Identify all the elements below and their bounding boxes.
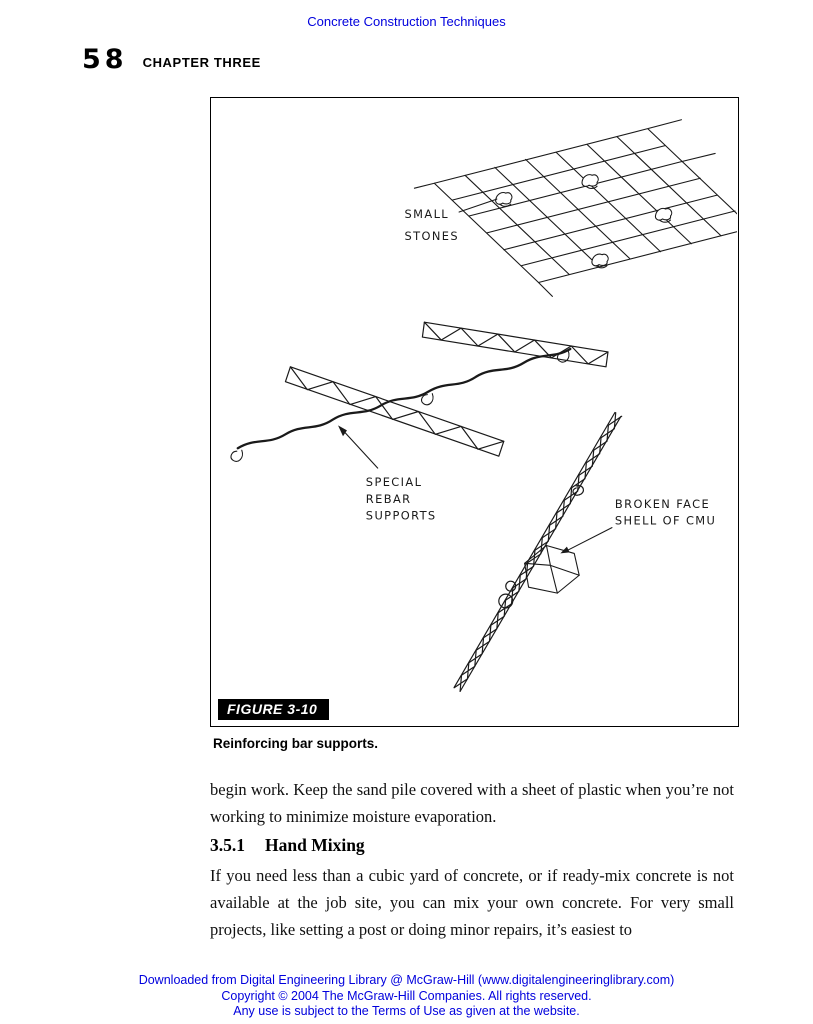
wire-mesh: [413, 119, 737, 297]
cmu-label-2: SHELL OF CMU: [615, 514, 716, 528]
footer-notice: Downloaded from Digital Engineering Libr…: [0, 973, 813, 1020]
figure-frame: SMALL STONES SPECIAL REBAR SUPPORTS BROK…: [210, 97, 739, 727]
wavy-rebar: [230, 347, 572, 462]
cmu-block: [524, 544, 580, 594]
page-number: 58: [82, 44, 128, 75]
small-stones-label-2: STONES: [405, 229, 460, 243]
cmu-label-arrow: [564, 527, 613, 552]
small-stones-label-1: SMALL: [405, 207, 450, 221]
footer-copyright: Copyright © 2004 The McGraw-Hill Compani…: [221, 988, 592, 1003]
rebar-supports-label-3: SUPPORTS: [366, 509, 437, 523]
laced-rebar: [453, 411, 623, 692]
chapter-title: CHAPTER THREE: [142, 55, 261, 70]
section-heading: 3.5.1 Hand Mixing: [210, 835, 365, 856]
body-paragraph-1: begin work. Keep the sand pile covered w…: [210, 780, 734, 826]
cmu-label-1: BROKEN FACE: [615, 497, 710, 511]
cmu-arrowhead: [560, 546, 570, 554]
footer-terms-link[interactable]: Any use is subject to the Terms of Use a…: [233, 1004, 580, 1018]
rebar-support-trusses: [284, 321, 609, 457]
rebar-supports-label-2: REBAR: [366, 492, 412, 506]
small-stones-leader: [458, 198, 498, 213]
section-title: Hand Mixing: [265, 835, 365, 855]
body-paragraph-2: If you need less than a cubic yard of co…: [210, 866, 734, 939]
rebar-supports-label-1: SPECIAL: [366, 475, 423, 489]
section-number: 3.5.1: [210, 835, 245, 855]
running-head-link[interactable]: Concrete Construction Techniques: [307, 14, 506, 29]
rebar-arrowhead: [338, 425, 347, 437]
figure-drawing: SMALL STONES SPECIAL REBAR SUPPORTS BROK…: [230, 119, 737, 692]
chapter-header: 58 CHAPTER THREE: [82, 46, 261, 73]
footer-download-link[interactable]: Downloaded from Digital Engineering Libr…: [138, 973, 675, 987]
figure-caption: Reinforcing bar supports.: [213, 736, 379, 751]
figure-number-tag: FIGURE 3-10: [218, 699, 330, 720]
rebar-label-arrow: [342, 429, 379, 469]
small-stones: [495, 174, 673, 269]
